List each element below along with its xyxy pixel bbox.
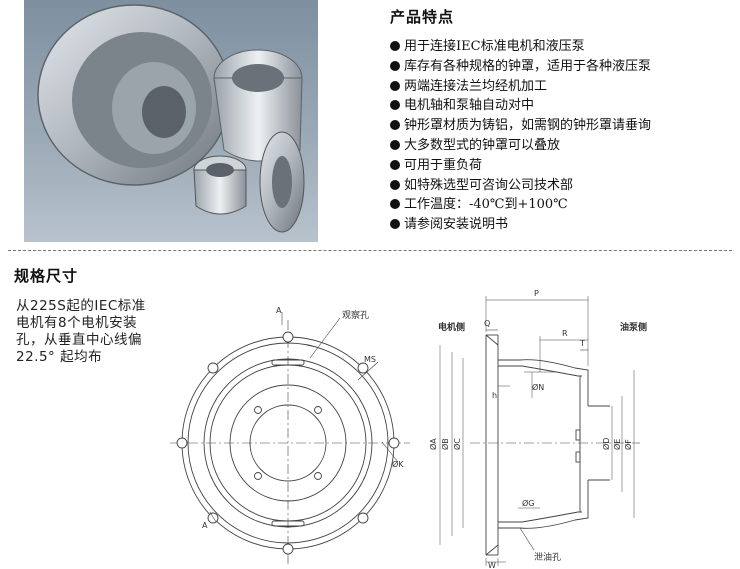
dim-q: Q <box>484 319 490 328</box>
feature-item: 用于连接IEC标准电机和液压泵 <box>388 37 728 57</box>
dim-d: ØD <box>601 438 611 450</box>
bullet-icon <box>390 60 400 71</box>
feature-item: 可用于重负荷 <box>388 156 728 176</box>
section-divider <box>8 250 732 251</box>
bullet-icon <box>390 120 400 131</box>
dim-e: ØE <box>612 439 622 450</box>
ms-label: MS <box>364 355 376 364</box>
feature-text: 请参阅安装说明书 <box>404 217 509 233</box>
bullet-icon <box>390 100 400 111</box>
dim-n: ØN <box>532 382 544 392</box>
feature-text: 大多数型式的钟罩可以叠放 <box>404 137 561 153</box>
bullet-icon <box>390 139 400 150</box>
dim-a: ØA <box>428 438 438 450</box>
dim-b: ØB <box>440 438 450 450</box>
features-section: 产品特点 用于连接IEC标准电机和液压泵 库存有各种规格的钟罩，适用于各种液压泵… <box>388 6 728 235</box>
feature-item: 如特殊选型可咨询公司技术部 <box>388 176 728 196</box>
feature-text: 库存有各种规格的钟罩，适用于各种液压泵 <box>404 58 652 74</box>
dim-c: ØC <box>452 438 462 450</box>
spec-note: 从225S起的IEC标准电机有8个电机安装孔，从垂直中心线偏22.5° 起均布 <box>16 298 146 365</box>
feature-text: 两端连接法兰均经机加工 <box>404 78 548 94</box>
feature-item: 电机轴和泵轴自动对中 <box>388 96 728 116</box>
spec-title: 规格尺寸 <box>14 267 79 285</box>
feature-text: 工作温度：-40℃到+100℃ <box>404 197 568 213</box>
feature-text: 钟形罩材质为铸铝，如需钢的钟形罩请垂询 <box>404 118 652 134</box>
feature-item: 钟形罩材质为铸铝，如需钢的钟形罩请垂询 <box>388 116 728 136</box>
pump-side-label: 油泵侧 <box>620 321 647 333</box>
feature-item: 两端连接法兰均经机加工 <box>388 77 728 97</box>
dim-g: ØG <box>522 498 535 508</box>
dim-r: R <box>562 329 568 338</box>
dim-f: ØF <box>623 439 633 450</box>
feature-item: 大多数型式的钟罩可以叠放 <box>388 136 728 156</box>
dim-h: h <box>492 391 497 400</box>
dim-w: W <box>488 561 496 569</box>
feature-text: 可用于重负荷 <box>404 157 483 173</box>
front-view-label-a-bottom: A <box>202 521 208 530</box>
dim-p: P <box>534 289 539 298</box>
features-title: 产品特点 <box>390 8 455 26</box>
bell-housing-photo <box>37 4 305 233</box>
side-view <box>439 296 640 566</box>
feature-item: 请参阅安装说明书 <box>388 215 728 235</box>
front-view-label-a: A <box>276 306 282 315</box>
drain-hole-label: 泄油孔 <box>534 551 561 563</box>
feature-item: 库存有各种规格的钟罩，适用于各种液压泵 <box>388 57 728 77</box>
bullet-icon <box>390 219 400 230</box>
k-label: ØK <box>392 459 404 469</box>
feature-text: 电机轴和泵轴自动对中 <box>404 98 535 114</box>
bullet-icon <box>390 179 400 190</box>
feature-text: 如特殊选型可咨询公司技术部 <box>404 177 574 193</box>
feature-item: 工作温度：-40℃到+100℃ <box>388 195 728 215</box>
product-photo <box>24 0 318 242</box>
bullet-icon <box>390 159 400 170</box>
feature-text: 用于连接IEC标准电机和液压泵 <box>404 39 585 54</box>
bullet-icon <box>390 199 400 210</box>
inspection-hole-label: 观察孔 <box>342 309 369 321</box>
bullet-icon <box>390 41 400 51</box>
bullet-icon <box>390 80 400 91</box>
features-list: 用于连接IEC标准电机和液压泵 库存有各种规格的钟罩，适用于各种液压泵 两端连接… <box>388 37 728 235</box>
motor-side-label: 电机侧 <box>438 321 465 333</box>
front-view <box>170 312 410 565</box>
dim-t: T <box>579 339 585 348</box>
